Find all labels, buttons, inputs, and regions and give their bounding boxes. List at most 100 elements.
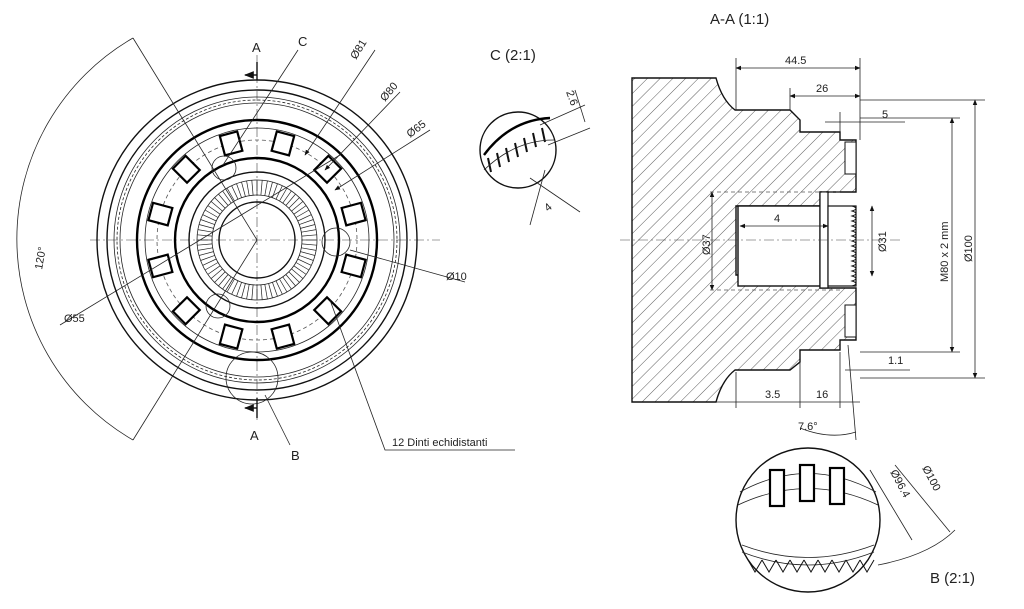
hole-circle: [205, 293, 231, 319]
spline-tooth: [200, 255, 215, 261]
spline-tooth: [297, 214, 312, 222]
hole-circle: [211, 155, 237, 181]
spline-tooth: [268, 181, 273, 197]
spline-tooth: [285, 193, 296, 206]
spline-tooth: [251, 180, 254, 196]
section-body: [631, 77, 857, 403]
ring-slot: [171, 295, 202, 326]
spline-tooth: [197, 234, 213, 237]
dia-10-leader: [349, 249, 466, 283]
face-tooth-bottom: [844, 304, 857, 338]
spline-tooth: [214, 271, 226, 283]
hub-spline-inner: [211, 194, 303, 286]
spline-tooth: [301, 234, 317, 237]
detail-c-dim-4-ext: [529, 169, 546, 226]
detail-c-dim-line: [574, 89, 586, 123]
spline-tooth: [282, 190, 292, 204]
detail-c-title: C (2:1): [490, 47, 536, 64]
detail-mark-b: B: [291, 448, 300, 463]
spline-tooth: [207, 265, 221, 275]
spline-tooth: [214, 197, 226, 209]
spline-tooth: [285, 274, 296, 287]
spline-tooth: [197, 243, 213, 246]
detail-c-teeth: [487, 127, 546, 173]
detail-b-slot: [798, 463, 816, 503]
spline-tooth: [300, 224, 316, 229]
dia-80-label: Ø80: [378, 80, 401, 104]
dim-1-1: 1.1: [888, 355, 903, 367]
ring-inner-circle: [144, 127, 370, 353]
dia-10-label: Ø10: [446, 271, 467, 283]
detail-c-tooth: [532, 132, 537, 148]
spline-tooth: [246, 284, 250, 300]
dia-65-label: Ø65: [405, 118, 429, 140]
spline-tooth: [293, 205, 307, 215]
ring-outer-circle: [135, 118, 379, 362]
spline-tooth: [197, 247, 213, 251]
ring-slot: [147, 201, 174, 227]
dia-81-label: Ø81: [348, 38, 369, 62]
detail-b-tooth: [775, 559, 791, 573]
detail-b-tooth: [859, 559, 875, 573]
angle-120-arc: [16, 37, 134, 441]
ring-slot: [270, 323, 296, 350]
spline-tooth: [231, 280, 239, 295]
detail-c-tooth-edge: [483, 116, 551, 156]
spline-tooth: [299, 255, 314, 261]
angle-7-6: 7.6°: [798, 421, 818, 433]
detail-b-tooth: [761, 559, 777, 573]
spline-tooth: [210, 268, 223, 279]
teeth-note-leader: [329, 299, 515, 451]
rim-circle: [106, 89, 408, 391]
spline-tooth: [204, 209, 219, 218]
detail-b-slots: [768, 463, 846, 508]
hole-circle: [321, 227, 351, 257]
dia-65-leader: [334, 129, 431, 191]
dia-55-line: [59, 154, 341, 326]
hub-outer-circle: [188, 171, 326, 309]
spline-tooth: [200, 219, 215, 225]
ring-slot: [147, 253, 174, 279]
detail-b-tooth: [831, 559, 847, 573]
detail-b-tooth: [817, 559, 833, 573]
dia-31-label: Ø31: [877, 231, 889, 252]
detail-b-arc: [741, 551, 875, 566]
front-view: A A C B Ø81 Ø80 Ø65 Ø55 Ø10 120° 12 Dint…: [16, 34, 515, 463]
section-mark-a-top: A: [252, 40, 261, 55]
spline-tooth: [301, 229, 317, 233]
spline-tooth: [264, 180, 268, 196]
spline-tooth: [264, 284, 268, 300]
spline-tooth: [222, 190, 232, 204]
spline-tooth: [295, 262, 310, 271]
spline-tooth: [231, 185, 239, 200]
spline-tooth: [275, 280, 283, 295]
spline-tooth: [297, 258, 312, 266]
detail-b-circle: [735, 447, 881, 593]
detail-c-dim-ext: [539, 104, 586, 126]
bolt-circle: [156, 139, 358, 341]
spline-tooth: [222, 276, 232, 290]
spline-tooth: [198, 251, 214, 256]
dim-16: 16: [816, 389, 828, 401]
spline-tooth: [218, 274, 229, 287]
spline-tooth: [279, 278, 288, 293]
spline-tooth: [226, 278, 235, 293]
tooth-tip-circle: [119, 102, 395, 378]
spline-tooth: [226, 187, 235, 202]
detail-c-tooth: [541, 127, 546, 143]
spline-tooth: [275, 185, 283, 200]
spline-tooth: [218, 193, 229, 206]
thread-label: M80 x 2 mm: [939, 221, 951, 282]
spline-tooth: [301, 247, 317, 251]
dim-4-sec: 4: [774, 213, 780, 225]
spline-tooth: [279, 187, 288, 202]
slot-group: [147, 130, 367, 350]
detail-b-slot: [828, 466, 846, 506]
detail-mark-c: C: [298, 34, 307, 49]
detail-c-tooth: [505, 147, 510, 163]
detail-c-tooth: [514, 142, 519, 158]
detail-c-tooth: [496, 152, 501, 168]
spline-tooth: [295, 209, 310, 218]
spline-tooth: [241, 181, 246, 197]
detail-b-leader: [264, 394, 291, 446]
